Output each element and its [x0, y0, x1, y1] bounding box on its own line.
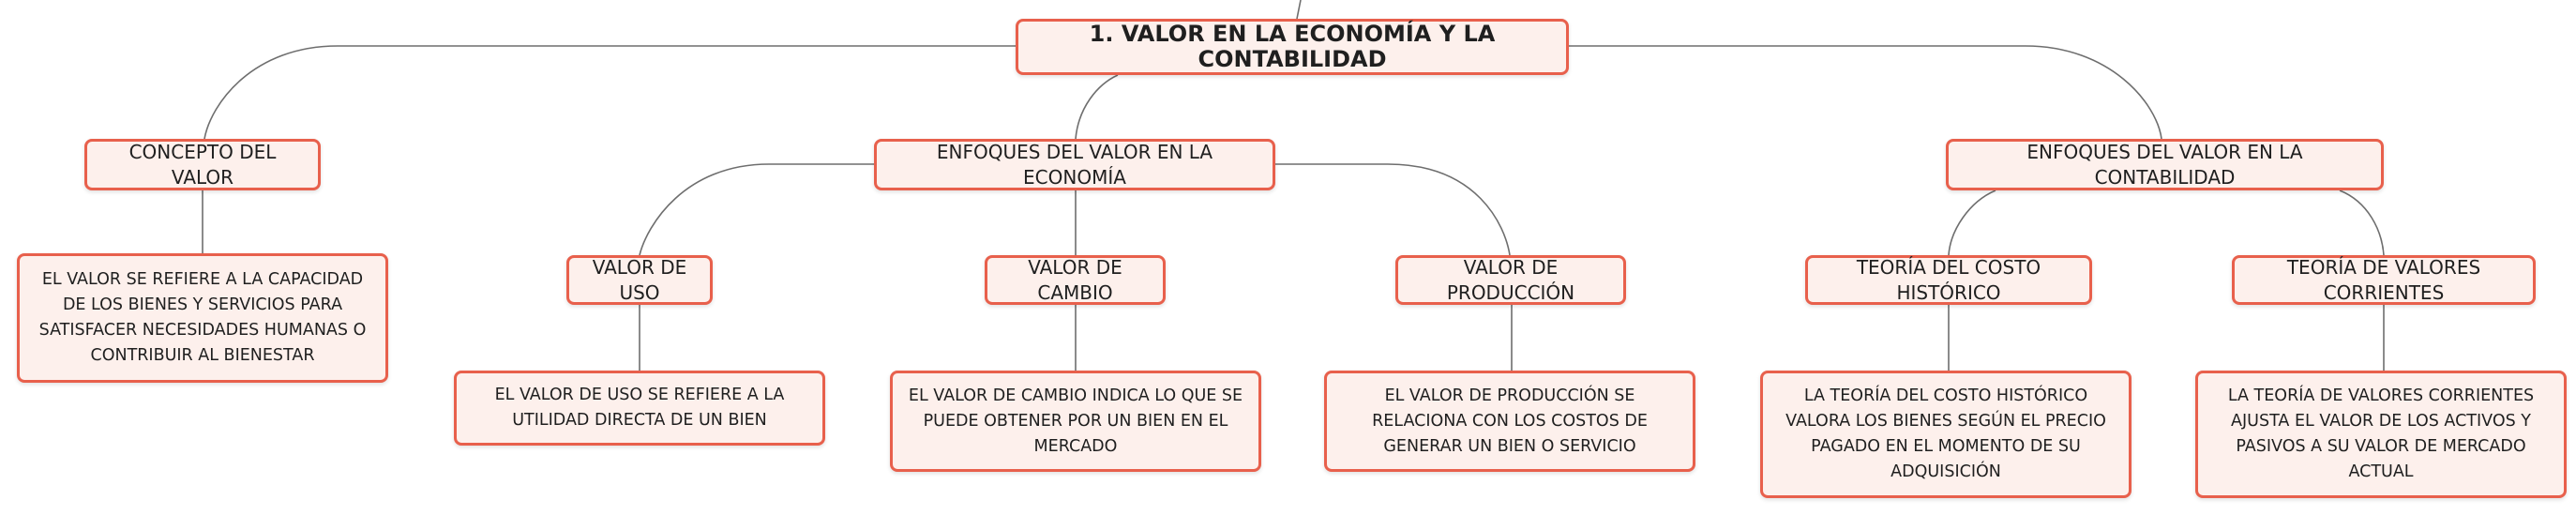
node-contabilidad-label: ENFOQUES DEL VALOR EN LA CONTABILIDAD: [2026, 140, 2303, 189]
connector-contabilidad-historico: [1948, 189, 1996, 256]
node-concepto-del-valor[interactable]: CONCEPTO DEL VALOR: [84, 139, 321, 190]
node-economia-label: ENFOQUES DEL VALOR EN LA ECONOMÍA: [936, 140, 1213, 189]
node-root-label: 1. VALOR EN LA ECONOMÍA Y LA CONTABILIDA…: [1089, 21, 1496, 72]
node-cambio-desc-text: EL VALOR DE CAMBIO INDICA LO QUE SE PUED…: [908, 386, 1243, 456]
connector-root-concepto: [203, 45, 1016, 140]
node-produccion-desc-text: EL VALOR DE PRODUCCIÓN SE RELACIONA CON …: [1372, 386, 1648, 456]
connector-economia-produccion: [1275, 163, 1511, 256]
node-uso-label: VALOR DE USO: [592, 255, 687, 304]
node-cambio-label: VALOR DE CAMBIO: [1028, 255, 1122, 304]
node-corrientes-label: TEORÍA DE VALORES CORRIENTES: [2286, 255, 2481, 304]
node-root[interactable]: 1. VALOR EN LA ECONOMÍA Y LA CONTABILIDA…: [1016, 19, 1569, 75]
node-teoria-costo-historico[interactable]: TEORÍA DEL COSTO HISTÓRICO: [1805, 255, 2092, 305]
node-historico-desc[interactable]: LA TEORÍA DEL COSTO HISTÓRICO VALORA LOS…: [1760, 371, 2132, 498]
node-produccion-desc[interactable]: EL VALOR DE PRODUCCIÓN SE RELACIONA CON …: [1324, 371, 1695, 472]
node-valor-de-produccion[interactable]: VALOR DE PRODUCCIÓN: [1395, 255, 1626, 305]
node-enfoques-economia[interactable]: ENFOQUES DEL VALOR EN LA ECONOMÍA: [874, 139, 1275, 190]
node-produccion-label: VALOR DE PRODUCCIÓN: [1446, 255, 1575, 304]
node-historico-label: TEORÍA DEL COSTO HISTÓRICO: [1856, 255, 2041, 304]
node-uso-desc[interactable]: EL VALOR DE USO SE REFIERE A LA UTILIDAD…: [454, 371, 825, 446]
connector-root-parent: [1296, 0, 1302, 20]
node-concepto-desc[interactable]: EL VALOR SE REFIERE A LA CAPACIDAD DE LO…: [17, 253, 388, 383]
node-concepto-label: CONCEPTO DEL VALOR: [128, 140, 277, 189]
node-enfoques-contabilidad[interactable]: ENFOQUES DEL VALOR EN LA CONTABILIDAD: [1946, 139, 2384, 190]
node-valor-de-cambio[interactable]: VALOR DE CAMBIO: [985, 255, 1166, 305]
connector-contabilidad-corrientes: [2339, 189, 2385, 256]
node-corrientes-desc[interactable]: LA TEORÍA DE VALORES CORRIENTES AJUSTA E…: [2195, 371, 2567, 498]
node-teoria-valores-corrientes[interactable]: TEORÍA DE VALORES CORRIENTES: [2232, 255, 2536, 305]
node-concepto-desc-text: EL VALOR SE REFIERE A LA CAPACIDAD DE LO…: [38, 270, 367, 365]
connector-root-economia: [1075, 74, 1119, 140]
node-cambio-desc[interactable]: EL VALOR DE CAMBIO INDICA LO QUE SE PUED…: [890, 371, 1261, 472]
node-uso-desc-text: EL VALOR DE USO SE REFIERE A LA UTILIDAD…: [494, 386, 785, 430]
connector-root-contabilidad: [1566, 45, 2162, 140]
node-corrientes-desc-text: LA TEORÍA DE VALORES CORRIENTES AJUSTA E…: [2227, 386, 2535, 481]
node-historico-desc-text: LA TEORÍA DEL COSTO HISTÓRICO VALORA LOS…: [1785, 386, 2106, 481]
node-valor-de-uso[interactable]: VALOR DE USO: [566, 255, 713, 305]
connector-economia-uso: [639, 163, 874, 256]
